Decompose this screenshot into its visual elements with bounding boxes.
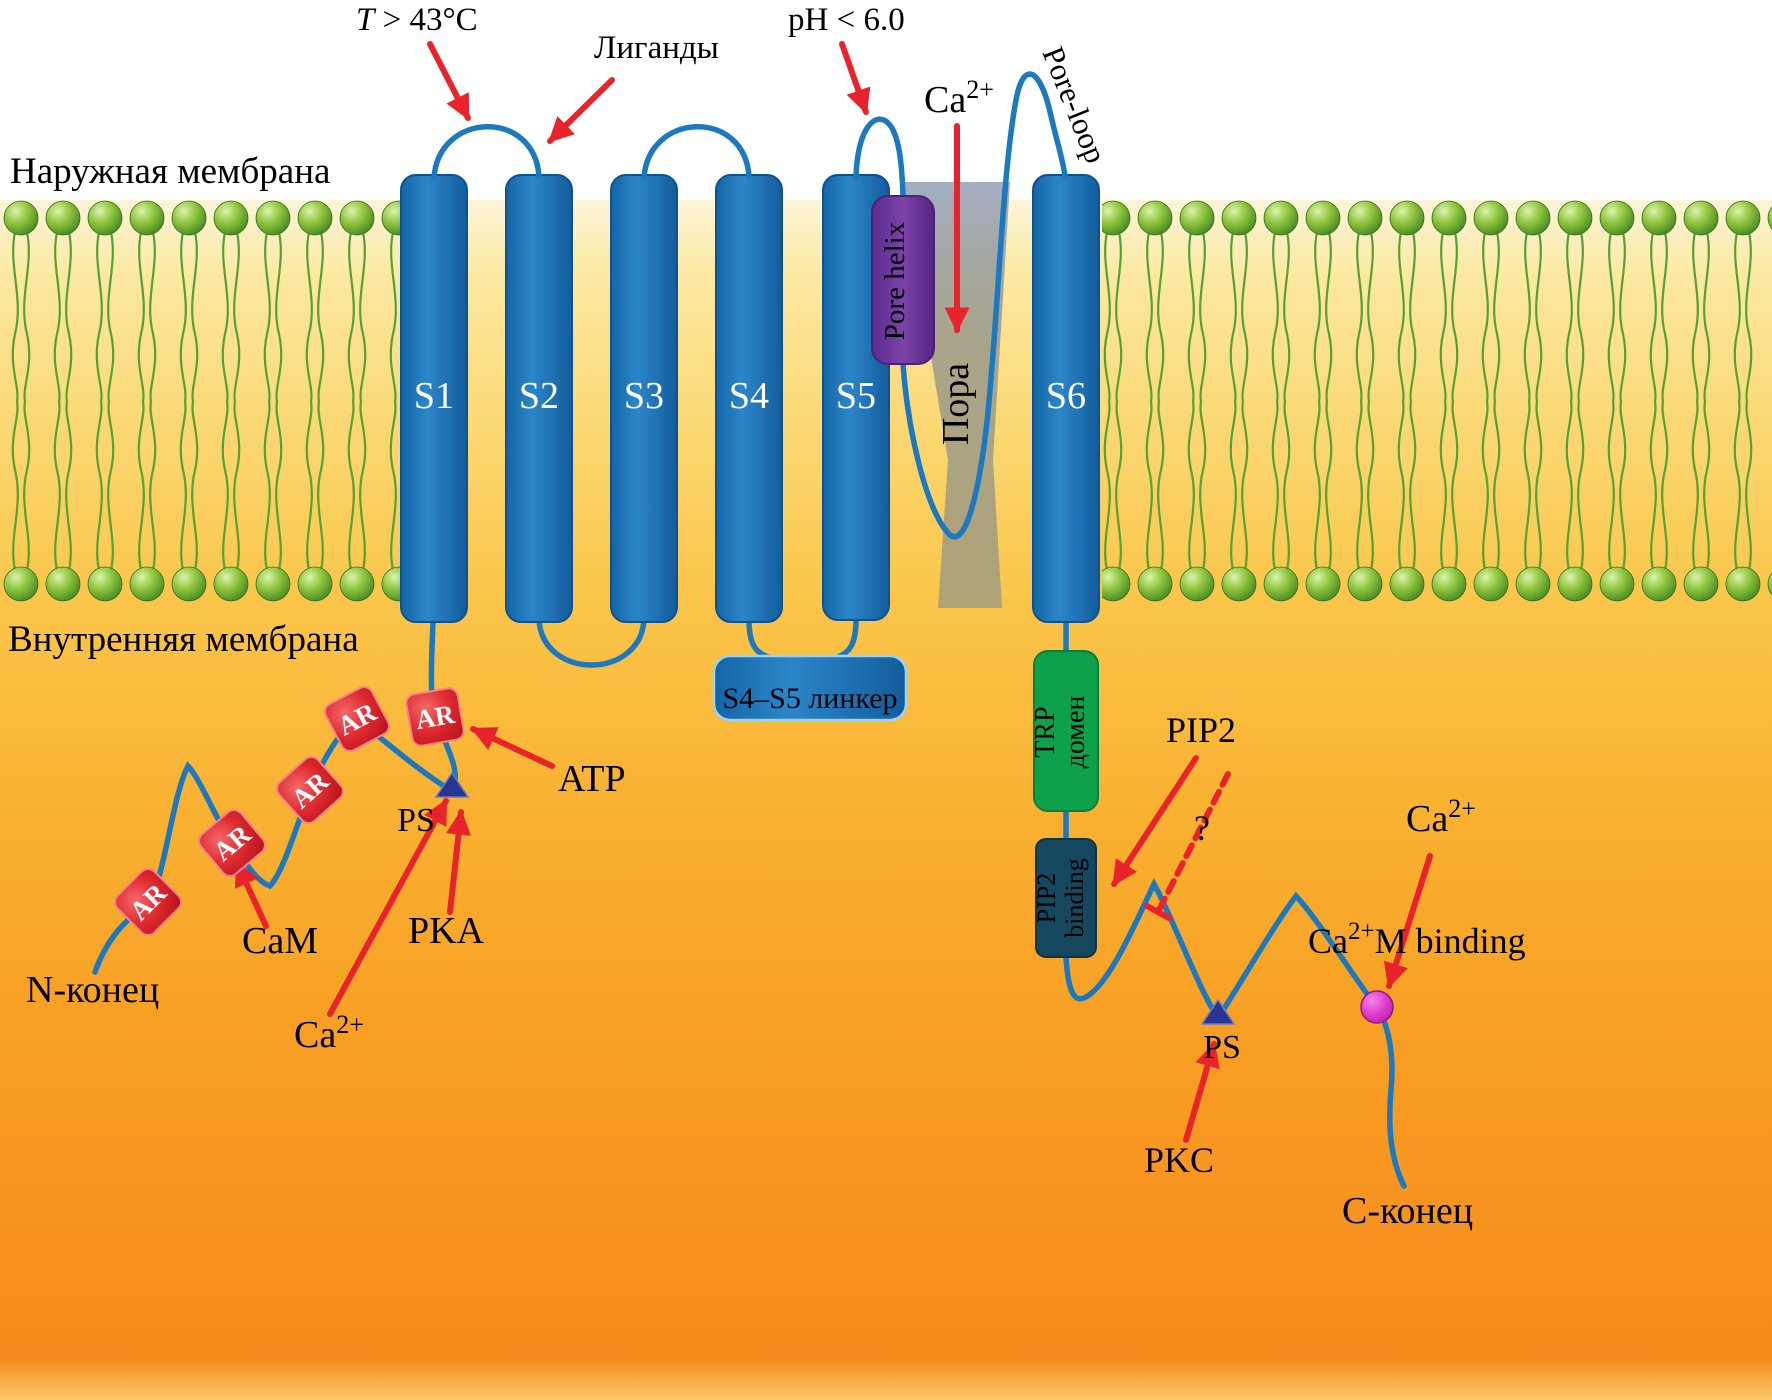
pka-arrow: [445, 809, 472, 915]
ps-site-right: [1200, 998, 1236, 1025]
atp-arrow: [470, 726, 555, 769]
ligands-arrow: [547, 77, 615, 144]
segment-s2-label: S2: [519, 375, 559, 417]
ankyrin-repeat-1: AR: [113, 867, 183, 937]
pip2-arrow: [1111, 755, 1199, 887]
segment-s6-label: S6: [1046, 375, 1086, 417]
trp-domain-rect: [1033, 650, 1099, 812]
calcium-top-sup: 2+: [966, 75, 994, 104]
pore-label: Пора: [935, 363, 977, 445]
cam-label: CaM: [242, 920, 318, 962]
pip2-label: PIP2: [1166, 710, 1236, 750]
calcium-m-binding-sup: 2+: [1348, 918, 1375, 945]
atp-label: ATP: [558, 758, 626, 800]
ankyrin-repeat-2: AR: [198, 809, 266, 877]
ankyrin-repeat-3-box: [275, 755, 345, 825]
calcium-top-label: Ca2+: [924, 75, 994, 121]
segment-s3-label: S3: [624, 375, 664, 417]
pore-helix-rect: [871, 195, 935, 365]
ph-label: pH < 6.0: [788, 2, 905, 38]
n-terminal-chain: [92, 618, 459, 975]
ankyrin-repeat-5-label: AR: [413, 699, 457, 735]
calcium-top-base: Ca: [924, 79, 966, 121]
outer-membrane-label: Наружная мембрана: [10, 151, 330, 192]
s4s5-linker-label: S4–S5 линкер: [722, 682, 897, 715]
question-label: ?: [1194, 808, 1210, 848]
segment-s2: S2: [505, 174, 573, 623]
pore-loop-chain: [900, 71, 1068, 540]
membrane-lipids-left: [0, 186, 400, 602]
s4s5-linker-rect: [712, 654, 908, 722]
ps-site-left: [434, 771, 470, 798]
ankyrin-repeat-2-box: [198, 809, 266, 877]
calcium-binding-site-dot: [1360, 990, 1394, 1024]
segment-s5-label: S5: [836, 375, 876, 417]
ankyrin-repeat-5-box: [405, 687, 465, 747]
pip2-binding-label-line1: PIP2: [1032, 873, 1061, 924]
n-terminus-label: N-конец: [26, 969, 159, 1011]
segment-s4-label: S4: [729, 375, 769, 417]
s4s5-linker: S4–S5 линкер: [712, 654, 908, 722]
calcium-right-sup: 2+: [1448, 794, 1476, 823]
calcium-m-binding-base: Ca: [1308, 921, 1348, 961]
calcium-right-arrow: [1383, 853, 1433, 989]
pip2-binding-label-line2: binding: [1060, 858, 1089, 937]
loop-s3-s4: [641, 124, 752, 181]
temperature-arrow: [427, 41, 471, 121]
segment-s4: S4: [715, 174, 783, 623]
segment-s6: S6: [1032, 174, 1100, 623]
ankyrin-repeat-4: AR: [324, 686, 390, 752]
ps-left-label: PS: [397, 802, 435, 839]
pore-helix: Pore helix: [871, 195, 935, 365]
loop-s5-to-pore-helix: [853, 116, 906, 199]
loop-s2-s3: [536, 617, 647, 668]
segment-s1: S1: [400, 174, 468, 623]
cam-arrow: [234, 860, 269, 929]
calcium-left-base: Ca: [294, 1014, 336, 1056]
ph-arrow: [839, 41, 871, 115]
loop-s1-s2: [431, 124, 542, 181]
pkc-label: PKC: [1144, 1140, 1214, 1180]
ankyrin-repeat-5: AR: [405, 687, 465, 747]
ankyrin-repeat-4-box: [324, 686, 390, 752]
calcium-right-label: Ca2+: [1406, 794, 1476, 840]
pip2-dashed-inhibition-line: [1155, 771, 1231, 915]
calcium-left-label: Ca2+: [294, 1010, 364, 1056]
calcium-left-arrow: [327, 798, 449, 1017]
ankyrin-repeat-1-box: [113, 867, 183, 937]
trp-domain-label-line1: TRP: [1030, 706, 1061, 757]
calcium-right-base: Ca: [1406, 798, 1448, 840]
segment-s1-label: S1: [414, 375, 454, 417]
segment-s3: S3: [610, 174, 678, 623]
ps-right-label: PS: [1203, 1029, 1241, 1066]
ligands-label: Лиганды: [594, 30, 719, 66]
trp-domain: TRP домен: [1030, 650, 1099, 812]
calcium-m-binding-label: Ca2+M binding: [1308, 918, 1526, 961]
temperature-label-t: T: [356, 2, 377, 38]
c-terminal-chain: [1063, 878, 1407, 1189]
pip2-binding-domain: PIP2 binding: [1032, 838, 1097, 958]
temperature-label-rest: > 43°C: [374, 2, 477, 38]
ankyrin-repeat-3: AR: [275, 755, 345, 825]
membrane-lipids-right: [1102, 186, 1772, 602]
trp-domain-label-line2: домен: [1060, 696, 1091, 769]
pip2-inhibition-bar: [1144, 903, 1172, 921]
pore-helix-label: Pore helix: [879, 221, 911, 340]
inner-membrane-label: Внутренняя мембрана: [8, 619, 359, 660]
temperature-label: T > 43°C: [356, 2, 478, 38]
pip2-binding-rect: [1035, 838, 1097, 958]
calcium-left-sup: 2+: [336, 1010, 364, 1039]
pkc-arrow: [1183, 1041, 1220, 1143]
c-terminus-label: C-конец: [1342, 1190, 1473, 1232]
pka-label: PKA: [408, 910, 485, 952]
calcium-m-binding-rest: M binding: [1375, 921, 1526, 961]
